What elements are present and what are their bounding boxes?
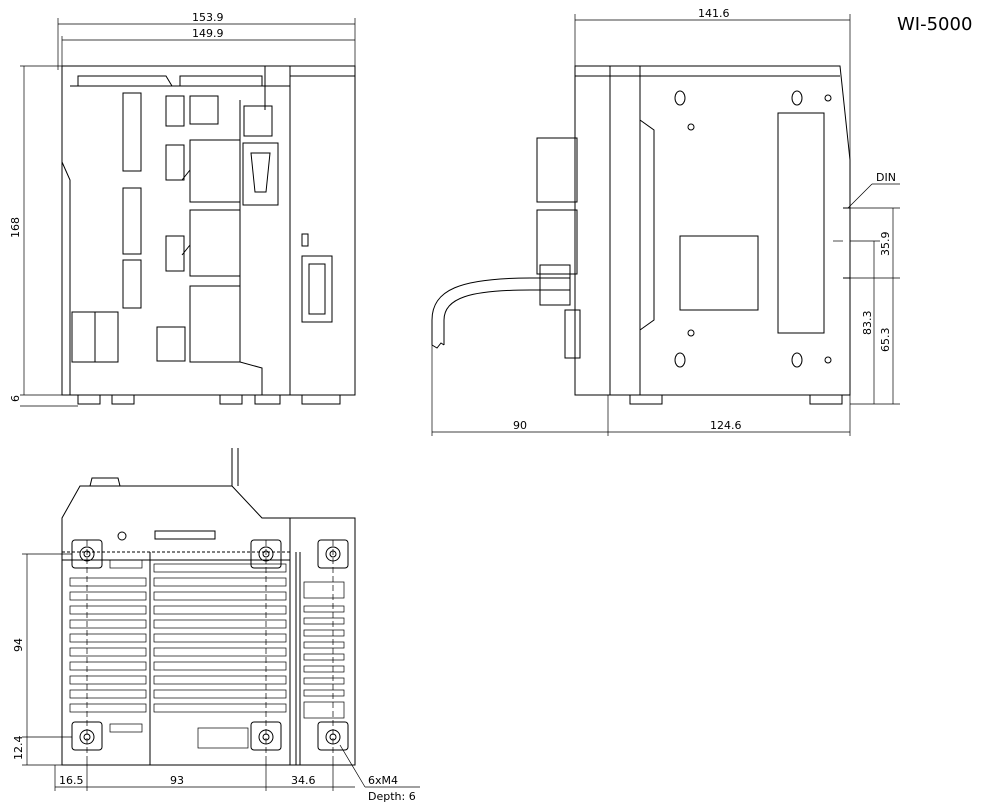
dim-width-93: 93 [170, 774, 184, 787]
screw-spec: 6xM4 [368, 774, 398, 787]
dim-depth-overall: 141.6 [698, 7, 730, 20]
dim-height: 168 [9, 217, 22, 238]
model-title: WI-5000 [897, 14, 972, 35]
dim-width-overall: 153.9 [192, 11, 224, 24]
front-view: 153.9 149.9 168 6 [9, 11, 356, 407]
screw-depth: Depth: 6 [368, 790, 416, 803]
dim-cable-length: 90 [513, 419, 527, 432]
dim-depth-body: 124.6 [710, 419, 742, 432]
dim-height-12: 12.4 [12, 736, 25, 761]
dim-height-83: 83.3 [861, 311, 874, 336]
dim-width-34: 34.6 [291, 774, 316, 787]
dim-height-65: 65.3 [879, 328, 892, 353]
dim-height-94: 94 [12, 638, 25, 652]
side-view: 141.6 90 124.6 DIN 35.9 83.3 65.3 [431, 7, 900, 436]
dim-foot-height: 6 [9, 395, 22, 402]
dim-width-body: 149.9 [192, 27, 224, 40]
bottom-view: 94 12.4 16.5 93 34.6 6xM4 Depth: 6 [12, 448, 420, 803]
dim-din-height: 35.9 [879, 232, 892, 257]
dim-width-16: 16.5 [59, 774, 84, 787]
din-label: DIN [876, 171, 896, 184]
